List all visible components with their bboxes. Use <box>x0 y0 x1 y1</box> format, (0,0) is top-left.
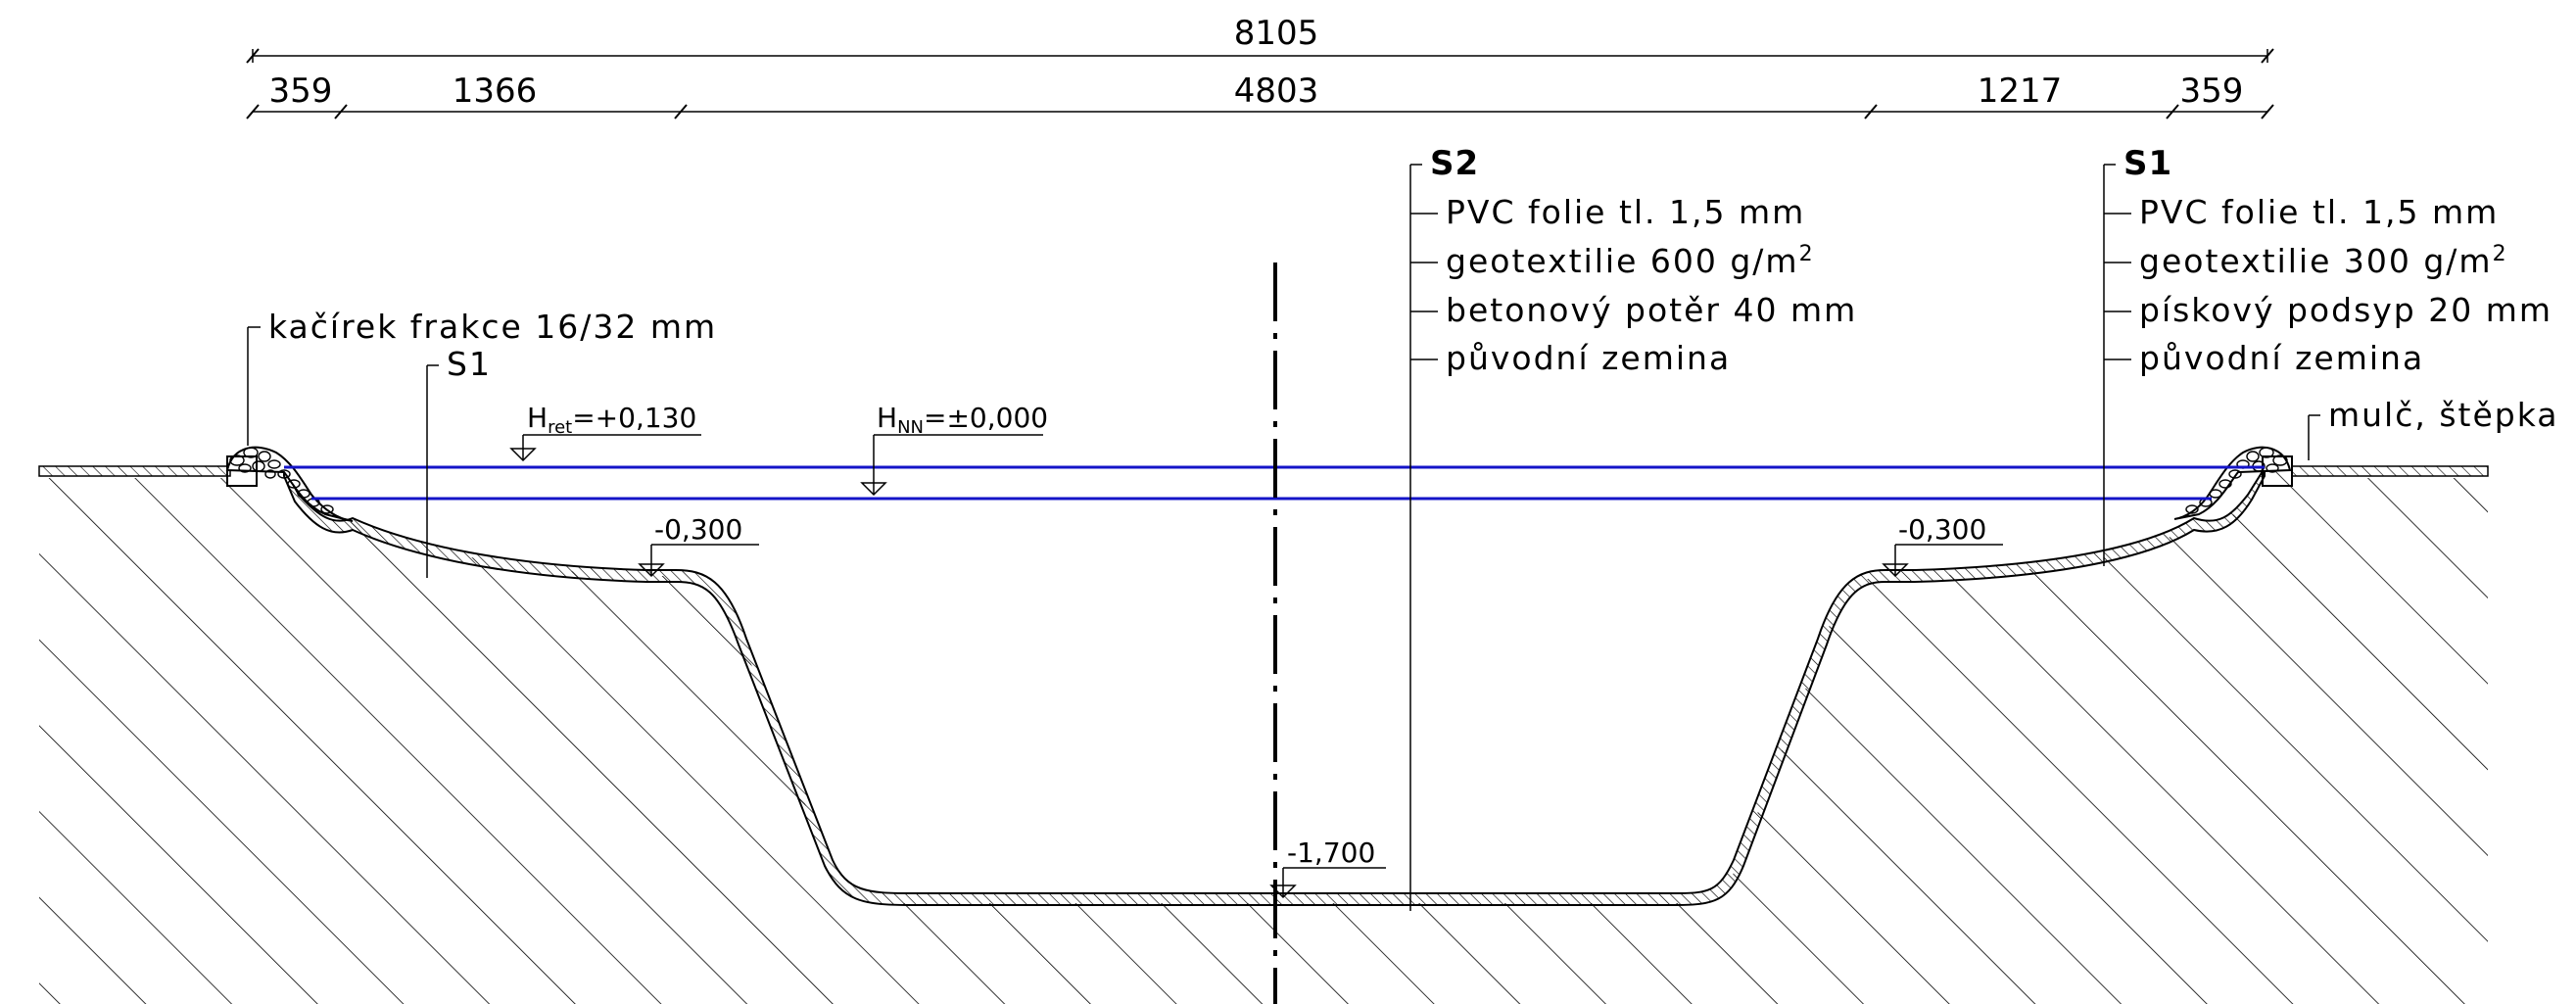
s1-layer-2: geotextilie 300 g/m <box>2139 242 2493 280</box>
section-s1-callout: S1 PVC folie tl. 1,5 mm geotextilie 300 … <box>2103 144 2552 566</box>
svg-text:kačírek frakce 16/32 mm: kačírek frakce 16/32 mm <box>268 308 717 346</box>
level-marker-right-shelf: -0,300 <box>1882 513 2003 578</box>
section-s2-title: S2 <box>1430 144 1479 183</box>
dimension-chain-second: 359 1366 4803 1217 359 <box>246 72 2274 120</box>
ground-strip-right <box>2291 465 2489 477</box>
ground-strip-left <box>38 465 231 477</box>
label-gravel: kačírek frakce 16/32 mm <box>247 308 717 446</box>
dim-total: 8105 <box>1234 14 1319 53</box>
label-mulch: mulč, štěpka <box>2308 396 2559 460</box>
svg-text:mulč, štěpka: mulč, štěpka <box>2328 396 2559 434</box>
s2-layer-2: geotextilie 600 g/m <box>1446 242 1799 280</box>
svg-text:HNN=±0,000: HNN=±0,000 <box>877 402 1048 438</box>
svg-text:geotextilie 600 g/m2: geotextilie 600 g/m2 <box>1446 242 1815 280</box>
label-s1-left: S1 <box>426 345 492 578</box>
level-marker-h-nn: HNN=±0,000 <box>860 402 1048 497</box>
s1-layer-4: původní zemina <box>2139 339 2424 377</box>
dim-right-slope: 1217 <box>1978 72 2063 111</box>
dimension-chain-top: 8105 <box>246 14 2274 64</box>
s1-layer-1: PVC folie tl. 1,5 mm <box>2139 193 2499 231</box>
svg-text:-0,300: -0,300 <box>1898 513 1986 546</box>
svg-text:S1: S1 <box>447 345 492 383</box>
gravel-edge-right <box>2173 446 2293 520</box>
soil-body <box>39 470 2488 1004</box>
pond-liner <box>283 464 2266 906</box>
section-s2-callout: S2 PVC folie tl. 1,5 mm geotextilie 600 … <box>1409 144 1857 911</box>
level-marker-h-ret: Hret=+0,130 <box>509 402 701 462</box>
s1-layer-3: pískový podsyp 20 mm <box>2139 291 2552 329</box>
svg-text:-0,300: -0,300 <box>654 513 742 546</box>
s2-layer-3: betonový potěr 40 mm <box>1446 291 1857 329</box>
dim-left-slope: 1366 <box>453 72 538 111</box>
level-marker-left-shelf: -0,300 <box>638 513 759 578</box>
level-marker-bottom: -1,700 <box>1269 837 1386 899</box>
dim-center: 4803 <box>1234 72 1319 111</box>
s2-layer-1: PVC folie tl. 1,5 mm <box>1446 193 1805 231</box>
dim-right-edge: 359 <box>2180 72 2244 111</box>
s2-layer-4: původní zemina <box>1446 339 1731 377</box>
svg-text:Hret=+0,130: Hret=+0,130 <box>527 402 696 438</box>
dim-left-edge: 359 <box>269 72 333 111</box>
svg-text:geotextilie 300 g/m2: geotextilie 300 g/m2 <box>2139 242 2508 280</box>
svg-text:-1,700: -1,700 <box>1287 837 1375 869</box>
section-s1-title: S1 <box>2123 144 2172 183</box>
